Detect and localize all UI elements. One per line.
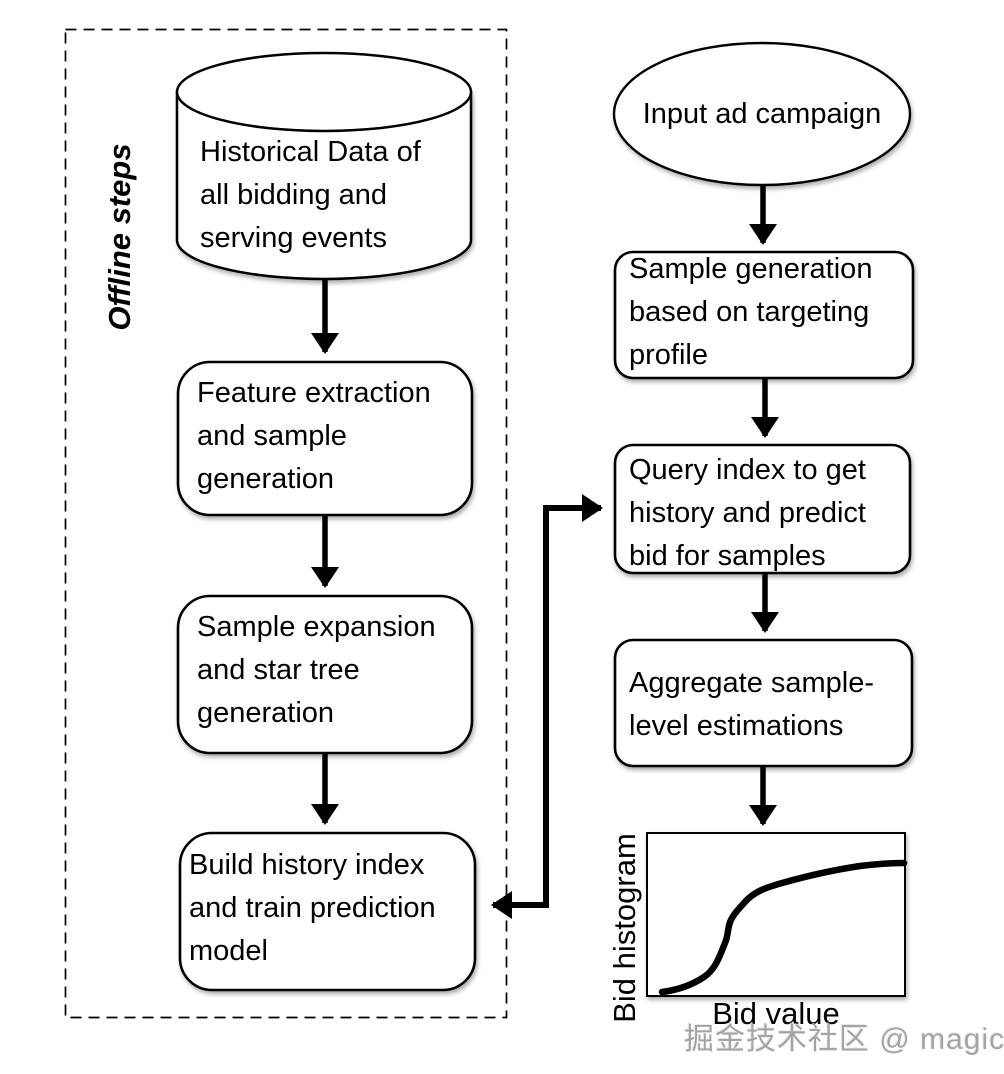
- sample-expansion-box: [176, 594, 474, 755]
- chart-x-axis-label: Bid value: [712, 996, 840, 1031]
- offline-boundary-box: [64, 28, 508, 1019]
- input-campaign-label: Input ad campaign: [642, 98, 882, 130]
- sample-expansion-label: Sample expansion and star tree generatio…: [197, 611, 436, 729]
- flow-arrows: [311, 186, 779, 826]
- bid-histogram-plot-frame: [646, 832, 906, 997]
- query-index-box: [613, 443, 912, 575]
- input-campaign-ellipse: [612, 41, 912, 187]
- sample-generation-label: Sample generation based on targeting pro…: [629, 253, 873, 371]
- connector-arrow-into-query: [543, 494, 603, 908]
- watermark-text: 掘金技术社区 @ magicwt: [684, 1023, 1004, 1056]
- aggregate-box: [613, 638, 914, 768]
- aggregate-label: Aggregate sample- level estimations: [629, 667, 875, 742]
- feature-extraction-label: Feature extraction and sample generation: [197, 377, 431, 495]
- chart-y-axis-label: Bid histogram: [607, 833, 642, 1023]
- offline-steps-label: Offline steps: [102, 143, 137, 331]
- database-cylinder-shape: [175, 51, 473, 281]
- bid-histogram-curve: [658, 859, 908, 996]
- query-index-label: Query index to get history and predict b…: [629, 454, 866, 572]
- historical-data-label: Historical Data of all bidding and servi…: [200, 136, 421, 254]
- build-query-connector: [491, 494, 603, 919]
- build-history-box: [178, 831, 477, 992]
- feature-extraction-box: [176, 360, 474, 517]
- build-history-label: Build history index and train prediction…: [189, 849, 436, 967]
- sample-generation-box: [613, 250, 915, 380]
